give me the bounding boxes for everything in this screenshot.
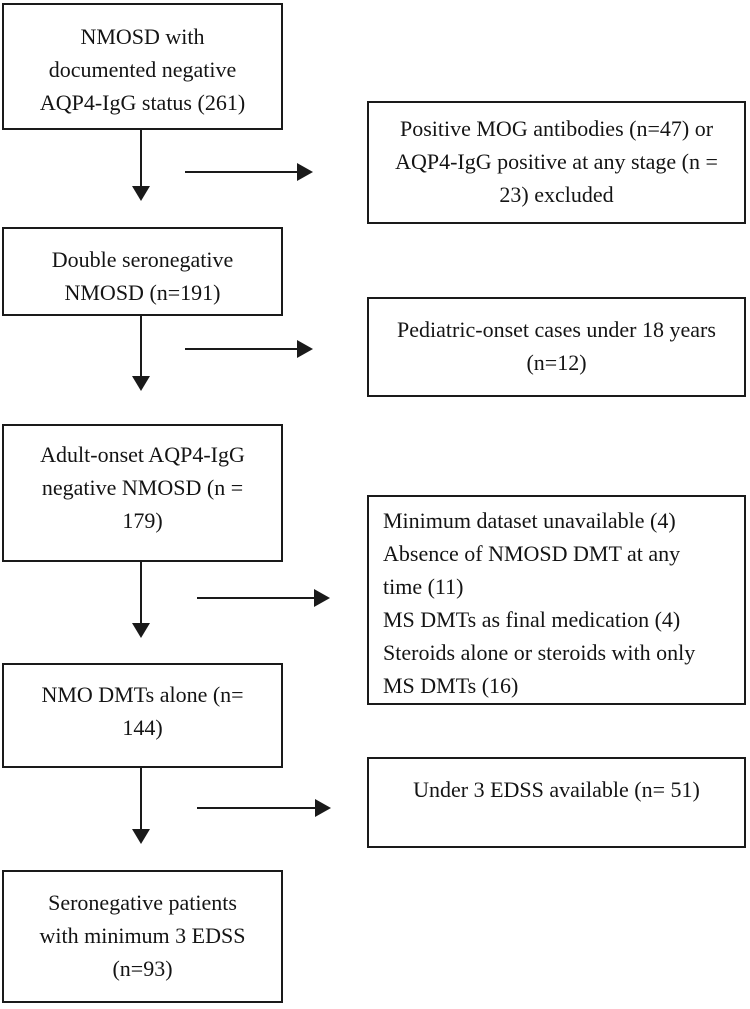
box-text-line: NMOSD with [80, 24, 205, 49]
box-text-line: documented negative [48, 57, 237, 82]
box-text-line: Steroids alone or steroids with only [383, 640, 696, 665]
exclusion-box-dataset-dmt: Minimum dataset unavailable (4) Absence … [367, 495, 746, 705]
box-text-line: Minimum dataset unavailable (4) [383, 508, 676, 533]
box-text-line: Under 3 EDSS available (n= 51) [413, 777, 700, 802]
box-text-line: Seronegative patients [48, 890, 237, 915]
down-arrow-4 [132, 767, 150, 844]
box-text-line: Pediatric-onset cases under 18 years [397, 317, 716, 342]
box-text-line: 144) [122, 715, 163, 740]
box-text-line: (n=12) [526, 350, 587, 375]
exclusion-box-mog-aqp4: Positive MOG antibodies (n=47) or AQP4-I… [367, 101, 746, 224]
box-text-line: with minimum 3 EDSS [39, 923, 246, 948]
down-arrow-3 [132, 561, 150, 638]
right-arrow-1 [185, 163, 313, 181]
exclusion-box-pediatric-onset: Pediatric-onset cases under 18 years (n=… [367, 297, 746, 397]
box-text-line: 179) [122, 508, 163, 533]
box-text-line: Adult-onset AQP4-IgG [40, 442, 245, 467]
box-text-line: Positive MOG antibodies (n=47) or [399, 116, 714, 141]
box-text-line: MS DMTs as final medication (4) [383, 607, 681, 632]
box-text-line: 23) excluded [499, 182, 614, 207]
flow-box-nmosd-documented-negative: NMOSD with documented negative AQP4-IgG … [2, 3, 283, 130]
box-text-line: AQP4-IgG positive at any stage (n = [395, 149, 718, 174]
down-arrow-1 [132, 129, 150, 201]
box-text-line: negative NMOSD (n = [41, 475, 244, 500]
flow-box-double-seronegative: Double seronegative NMOSD (n=191) [2, 227, 283, 316]
flow-box-nmo-dmts-alone: NMO DMTs alone (n= 144) [2, 663, 283, 768]
box-text-line: NMOSD (n=191) [64, 280, 221, 305]
box-text-line: AQP4-IgG status (261) [39, 90, 246, 115]
box-text-line: time (11) [383, 574, 464, 599]
box-text-line: (n=93) [112, 956, 173, 981]
box-text-line: NMO DMTs alone (n= [41, 682, 244, 707]
down-arrow-2 [132, 315, 150, 391]
right-arrow-3 [197, 589, 330, 607]
box-text-line: Absence of NMOSD DMT at any [383, 541, 681, 566]
right-arrow-4 [197, 799, 331, 817]
exclusion-box-under-3-edss: Under 3 EDSS available (n= 51) [367, 757, 746, 848]
box-text-line: MS DMTs (16) [383, 673, 519, 698]
flow-box-adult-onset-negative: Adult-onset AQP4-IgG negative NMOSD (n =… [2, 424, 283, 562]
flow-box-seronegative-min-edss: Seronegative patients with minimum 3 EDS… [2, 870, 283, 1003]
right-arrow-2 [185, 340, 313, 358]
box-text-line: Double seronegative [51, 247, 234, 272]
